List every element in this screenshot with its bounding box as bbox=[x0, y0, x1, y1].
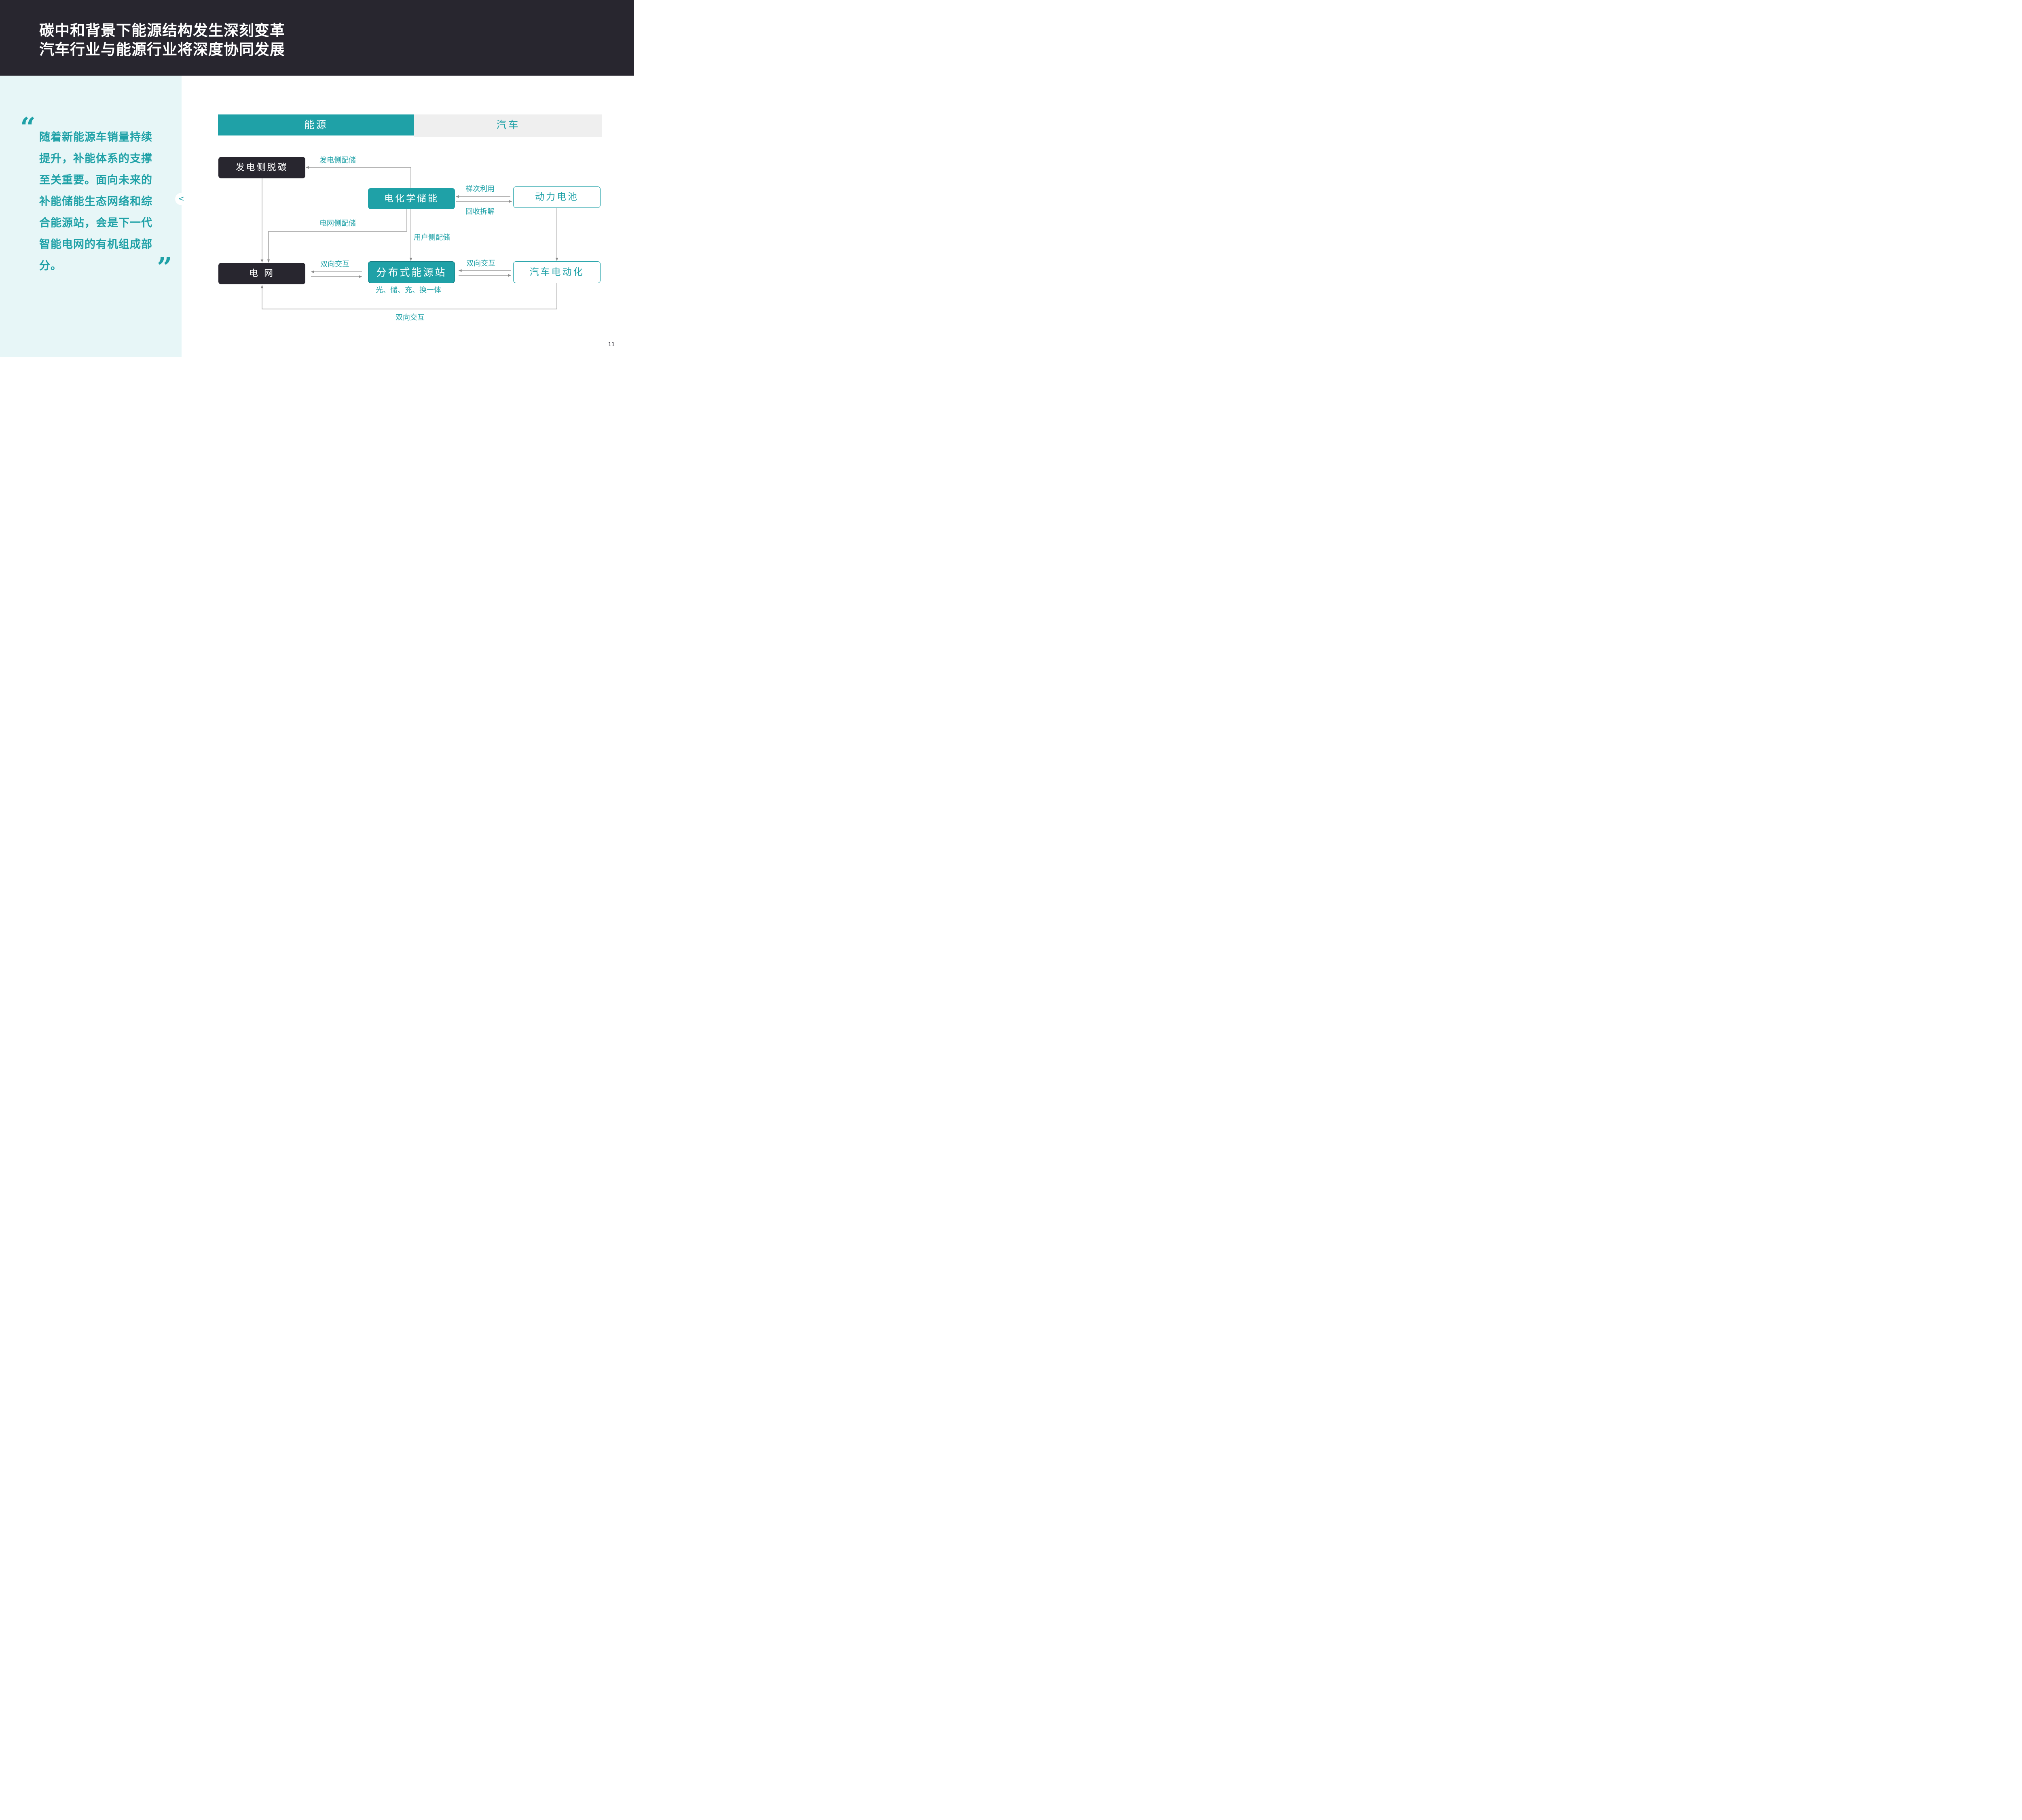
label-user-side-storage: 用户侧配储 bbox=[414, 233, 450, 242]
label-bidir-station-car: 双向交互 bbox=[466, 259, 495, 268]
connector-bottom-loop bbox=[260, 283, 557, 309]
close-quote-icon: ” bbox=[157, 252, 172, 283]
node-power-grid: 电 网 bbox=[218, 263, 305, 284]
node-vehicle-electrification: 汽车电动化 bbox=[513, 261, 601, 283]
label-station-caption: 光、储、充、换一体 bbox=[376, 286, 441, 294]
page-number: 11 bbox=[608, 342, 615, 348]
node-power-battery: 动力电池 bbox=[513, 186, 601, 208]
tab-energy[interactable]: 能源 bbox=[218, 114, 414, 135]
label-cascade-use: 梯次利用 bbox=[465, 185, 495, 193]
label-bidir-bottom: 双向交互 bbox=[396, 313, 425, 322]
label-grid-side-storage: 电网侧配储 bbox=[319, 219, 356, 228]
page-title: 碳中和背景下能源结构发生深刻变革 汽车行业与能源行业将深度协同发展 bbox=[39, 21, 285, 59]
connector-grid-side-storage bbox=[267, 209, 407, 262]
quote-text: 随着新能源车销量持续提升，补能体系的支撑至关重要。面向未来的补能储能生态网络和综… bbox=[39, 131, 152, 272]
title-line-1: 碳中和背景下能源结构发生深刻变革 bbox=[39, 22, 285, 39]
node-generation-decarbonization: 发电侧脱碳 bbox=[218, 157, 305, 178]
connector-gen-side-storage bbox=[306, 166, 411, 188]
header-bar: 碳中和背景下能源结构发生深刻变革 汽车行业与能源行业将深度协同发展 bbox=[0, 0, 634, 76]
label-recycle: 回收拆解 bbox=[465, 207, 495, 216]
label-gen-side-storage: 发电侧配储 bbox=[319, 156, 356, 165]
open-quote-icon: “ bbox=[20, 112, 36, 143]
collapse-sidebar-button[interactable]: < bbox=[175, 193, 187, 205]
quote-sidebar bbox=[0, 76, 182, 357]
node-electrochemical-storage: 电化学储能 bbox=[368, 188, 455, 209]
tab-auto[interactable]: 汽车 bbox=[414, 114, 602, 137]
label-bidir-grid-station: 双向交互 bbox=[320, 260, 349, 269]
title-line-2: 汽车行业与能源行业将深度协同发展 bbox=[39, 41, 285, 58]
node-distributed-energy-station: 分布式能源站 bbox=[368, 261, 455, 283]
diagram-connectors bbox=[260, 166, 558, 309]
